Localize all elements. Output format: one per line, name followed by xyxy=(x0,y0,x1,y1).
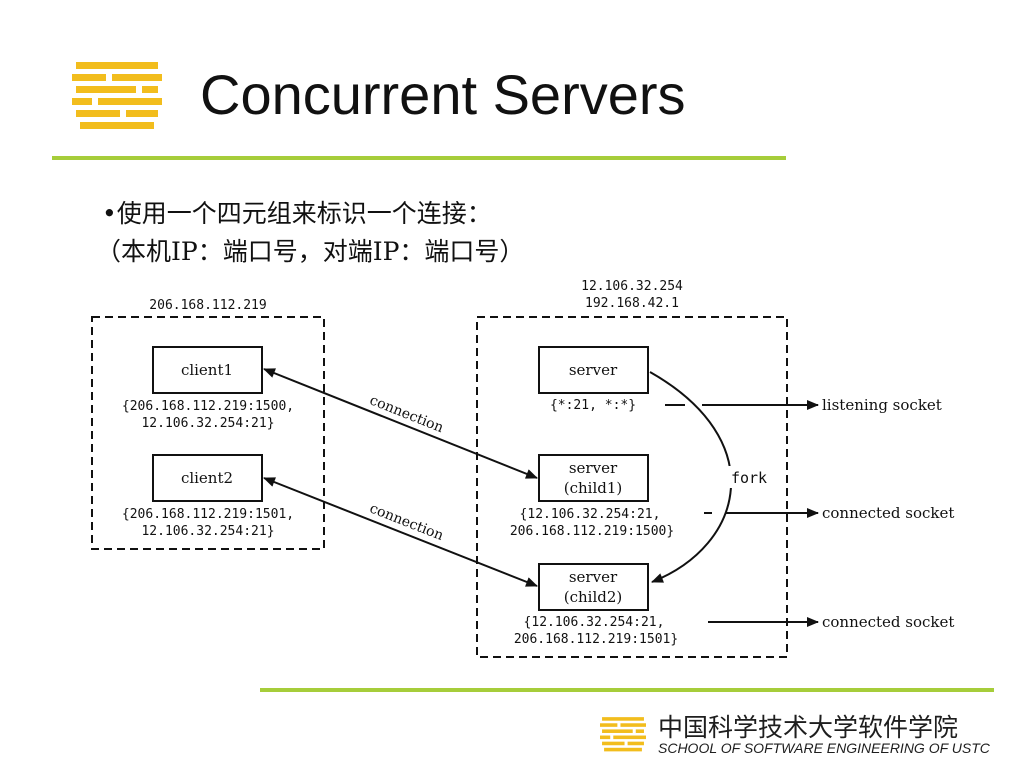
client-host-ip: 206.168.112.219 xyxy=(149,298,266,313)
server-host-ip-2: 192.168.42.1 xyxy=(585,296,679,311)
child1-box xyxy=(538,454,649,502)
server-label: server xyxy=(569,361,618,379)
client2-label: client2 xyxy=(181,469,233,487)
school-name-english: SCHOOL OF SOFTWARE ENGINEERING OF USTC xyxy=(658,740,990,756)
client1-tuple-line2: 12.106.32.254:21} xyxy=(141,416,274,431)
title-divider xyxy=(52,156,786,160)
child2-tuple-line2: 206.168.112.219:1501} xyxy=(514,632,678,647)
connection-label-2: connection xyxy=(367,500,445,544)
ustc-footer-logo-icon xyxy=(600,717,646,752)
child2-box xyxy=(538,563,649,611)
fork-label-bg xyxy=(726,466,772,488)
school-name-chinese: 中国科学技术大学软件学院 xyxy=(658,713,959,742)
child1-tuple-line1: {12.106.32.254:21, xyxy=(520,507,661,522)
listening-socket-label: listening socket xyxy=(822,396,942,414)
fork-label: fork xyxy=(731,469,767,487)
child1-tuple-line2: 206.168.112.219:1500} xyxy=(510,524,674,539)
page-title: Concurrent Servers xyxy=(200,63,686,126)
client2-box xyxy=(152,454,263,502)
connection-arrow-1 xyxy=(263,368,538,479)
connection-arrow-2 xyxy=(263,477,538,587)
connected-socket-label-1: connected socket xyxy=(822,504,954,522)
bullet-text: •使用一个四元组来标识一个连接： xyxy=(102,199,492,228)
bullet-subtext: （本机IP：端口号，对端IP：端口号） xyxy=(96,237,525,266)
connected-socket-label-2: connected socket xyxy=(822,613,954,631)
client1-box xyxy=(152,346,263,394)
fork-arrow xyxy=(649,371,733,583)
server-box xyxy=(538,346,649,394)
child1-label-line1: server xyxy=(569,459,618,477)
client1-tuple-line1: {206.168.112.219:1500, xyxy=(122,399,294,414)
client-host-box xyxy=(91,316,325,550)
server-host-ip-1: 12.106.32.254 xyxy=(581,279,683,294)
child1-label-line2: (child1) xyxy=(564,479,623,497)
ustc-logo-icon xyxy=(72,62,162,129)
client2-tuple-line2: 12.106.32.254:21} xyxy=(141,524,274,539)
footer-divider xyxy=(260,688,994,692)
client1-label: client1 xyxy=(181,361,233,379)
child2-label-line2: (child2) xyxy=(564,588,623,606)
child2-tuple-line1: {12.106.32.254:21, xyxy=(524,615,665,630)
client2-tuple-line1: {206.168.112.219:1501, xyxy=(122,507,294,522)
server-tuple: {*:21, *:*} xyxy=(550,398,636,413)
child2-label-line1: server xyxy=(569,568,618,586)
